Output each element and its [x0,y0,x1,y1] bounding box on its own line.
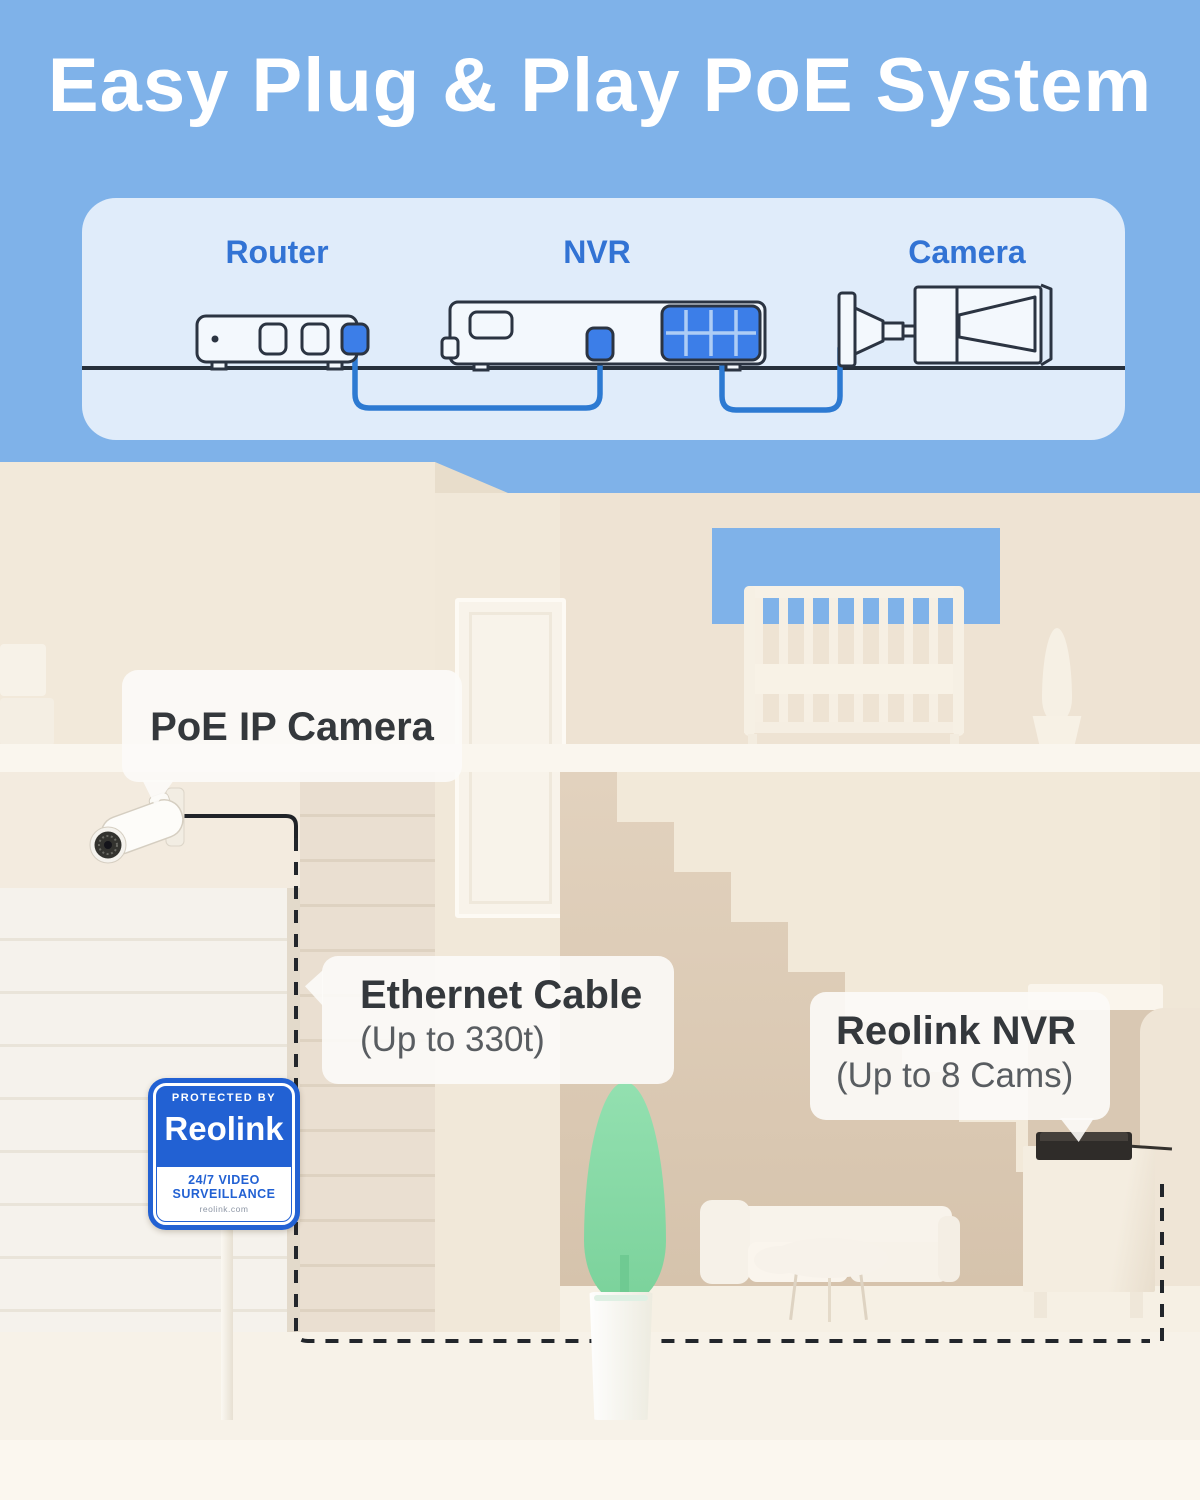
sign-video-text: 24/7 VIDEO SURVEILLANCE [172,1173,276,1201]
tooltip-ethernet-subtitle: (Up to 330t) [360,1020,545,1059]
nursery-plant-pot [1032,716,1082,746]
router-nvr-cable [352,353,603,411]
camera-lens-core [104,841,112,849]
router-poe-port [340,322,370,356]
balcony-cushion [0,644,46,696]
nvr-label: NVR [563,234,631,270]
right-upper-wall [1160,772,1200,1012]
nvr-device [1036,1132,1132,1160]
connection-diagram-art [82,283,1125,413]
sign-inner-border [153,1083,295,1225]
tooltip-poe-camera: PoE IP Camera [122,670,462,806]
plant-pot [589,1292,653,1420]
plant-pot-rim [594,1295,648,1301]
ethernet-cables [352,345,843,413]
connection-diagram-panel: Router NVR Camera [82,198,1125,440]
bullet-camera-icon [837,283,1053,368]
cabinet-leg [1130,1292,1143,1318]
table-leg [828,1276,831,1322]
crib [744,586,964,748]
tooltip-nvr-subtitle: (Up to 8 Cams) [836,1056,1074,1095]
router-label: Router [225,234,329,270]
security-camera [89,787,185,864]
table-leg [789,1271,798,1321]
sign-protected-by: PROTECTED BY [171,1092,277,1104]
nvr-device-top [1040,1132,1128,1141]
couch-left-arm [700,1200,750,1284]
router-icon [195,314,370,371]
coffee-table [754,1238,890,1322]
crib-top-rail [744,586,964,598]
camera-ir-leds [98,835,118,855]
tooltip-ethernet-title: Ethernet Cable [360,973,643,1017]
driveway-edge [0,1440,1200,1500]
table-leg [859,1271,868,1321]
camera-label: Camera [908,234,1026,270]
cabinet-leg [1034,1292,1047,1318]
tooltip-nvr-title: Reolink NVR [836,1009,1077,1053]
nvr-camera-cable [719,345,843,413]
balcony-cushion [0,698,54,746]
crib-mattress [752,664,956,694]
sign-post [221,1228,233,1420]
reolink-logo: Reolink [164,1110,284,1147]
tooltip-reolink-nvr: Reolink NVR (Up to 8 Cams) [810,992,1110,1142]
crib-right-post [953,586,964,736]
nvr-lan-port [585,326,615,362]
sign-website: reolink.com [199,1204,249,1214]
crib-left-post [744,586,755,736]
crib-slats [754,598,954,726]
living-room-floor [560,1286,1200,1334]
reolink-yard-sign: PROTECTED BY Reolink 24/7 VIDEO SURVEILL… [148,1078,300,1230]
crib-leg [748,734,757,748]
tooltip-ethernet-cable: Ethernet Cable (Up to 330t) [305,956,674,1084]
tv-cabinet [1023,1146,1155,1292]
crib-bottom-rail [744,722,964,733]
plant-stem [620,1255,629,1310]
page-title: Easy Plug & Play PoE System [47,43,1153,128]
nvr-icon [440,300,767,372]
couch-right-arm [938,1216,960,1282]
sign-lower-panel: 24/7 VIDEO SURVEILLANCE reolink.com [157,1167,291,1221]
table-top-lobe [754,1246,806,1274]
tooltip-poe-camera-title: PoE IP Camera [150,705,434,749]
crib-leg [950,734,959,748]
hidden-cable-dashed [294,838,1150,1343]
camera-cable-solid [176,814,298,838]
